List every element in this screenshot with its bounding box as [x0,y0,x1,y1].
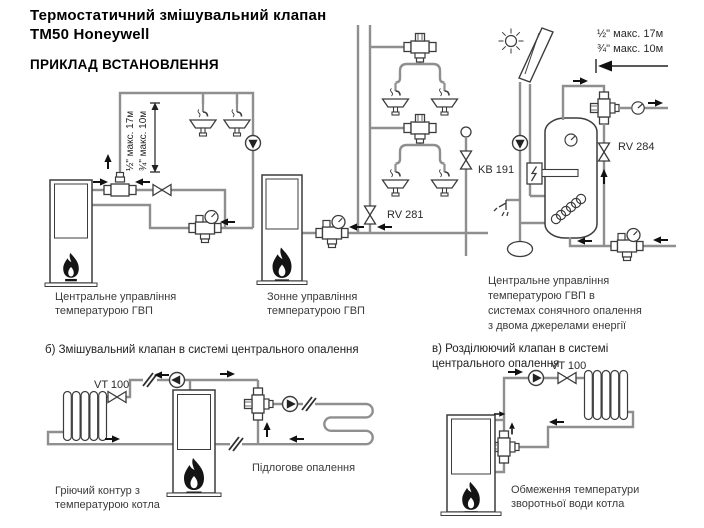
flow-arrow-icon [219,217,236,227]
dim-label-half-inch: ½" макс. 17м [125,111,136,171]
boiler-b [256,174,308,285]
mixing-valve-icon [103,171,137,197]
boiler-e [440,414,502,516]
caption-a-line1: Центральне управління [55,291,177,303]
label-floor-heating: Підлогове опалення [252,462,356,474]
sun-icon [498,28,524,54]
note-threequarter-inch: ¾" макс. 10м [597,43,664,55]
diagram-central-dhw: ½" макс. 17м ¾" макс. 10м [44,91,262,287]
dimension-arrow [150,102,160,173]
pump-icon [281,395,299,413]
label-vt100-b: VT 100 [94,379,130,391]
gauge-valve-group-icon [315,214,349,249]
sink-icon [430,162,459,198]
storage-tank [526,117,598,239]
solar-coil-icon [550,193,587,225]
electric-heater-icon [526,162,579,185]
label-rv281: RV 281 [387,209,424,221]
boiler-d [166,389,222,497]
caption-e-line1: Обмеження температури [511,484,640,496]
dim-label-threequarter-inch: ¾" макс. 10м [138,111,149,171]
flow-arrow-icon [92,177,109,187]
label-vt100-v: VT 100 [551,360,587,372]
page-title-line2: ТМ50 Honeywell [30,26,150,43]
shutoff-valve-icon [228,436,244,452]
label-kb191: KB 191 [478,164,515,176]
caption-c-line3: системах сонячного опалення [488,305,642,317]
gauge-valve-group-icon [610,227,644,262]
pump-icon [527,369,545,387]
section-label-v-line2: центрального опалення [432,358,560,370]
solar-pump-icon [511,134,529,152]
caption-c-line4: з двома джерелами енергії [488,320,627,332]
mixing-valve-icon [589,91,620,125]
caption-a-line2: температурою ГВП [55,305,153,317]
note-half-inch: ½" макс. 17м [597,28,664,40]
diagram-diverting-heating [440,367,635,516]
kb191-valve-icon [459,126,473,256]
flow-arrow-icon [134,177,151,187]
caption-c-line1: Центральне управління [488,275,610,287]
flow-arrow-icon [599,168,609,185]
shutoff-valve-icon [152,183,172,197]
diagram-mixing-heating [46,369,374,497]
flow-arrow-icon [508,421,516,436]
vt100-valve-icon [107,390,127,404]
solar-panel-icon [518,27,554,83]
caption-b-line1: Зонне управління [267,291,358,303]
zone-mixing-valve-icon [403,113,437,144]
caption-e-line2: зворотньої води котла [511,498,625,510]
caption-d-line2: температурою котла [55,499,160,511]
pump-icon [168,371,186,389]
boiler-a [44,179,98,287]
diagram-solar-dhw [459,27,676,262]
sink-icon [222,102,252,138]
flow-arrow-icon [104,434,121,444]
sink-icon [430,81,459,117]
radiator-icon [583,369,629,421]
expansion-vessel-icon [506,240,534,258]
zone-mixing-valve-icon [403,32,437,63]
pump-icon [244,134,262,152]
sink-icon [381,81,410,117]
page-heading: ПРИКЛАД ВСТАНОВЛЕННЯ [30,57,219,72]
flow-arrow-icon [652,235,669,245]
rv281-valve-icon [363,205,377,225]
sink-icon [381,162,410,198]
caption-c-line2: температурою ГВП в [488,290,595,302]
diagram-zone-dhw [256,25,488,285]
flow-arrow-icon [548,417,565,427]
radiator-icon [62,390,108,442]
check-valve-icon [301,396,317,412]
flow-arrow-icon [572,76,589,86]
flow-arrow-icon [103,153,113,170]
gauge-valve-group-icon [188,209,222,244]
vt100-valve-icon [557,371,577,385]
flow-arrow-icon [376,222,393,232]
page-title-line1: Термостатичний змішувальний клапан [30,7,327,24]
sink-icon [188,102,218,138]
flow-arrow-icon [647,98,664,108]
mixing-valve-icon [243,387,274,421]
rv284-valve-icon [597,142,611,162]
drain-valve-icon [493,200,509,217]
flow-arrow-icon [262,421,272,438]
flow-arrow-icon [153,370,170,380]
note-dimension-arrow [595,59,668,73]
flow-arrow-icon [288,434,305,444]
thermometer-icon [631,101,645,115]
flow-arrow-icon [219,369,236,379]
flow-arrow-icon [348,222,365,232]
section-label-b: б) Змішувальний клапан в системі централ… [45,344,359,356]
section-label-v-line1: в) Розділюючий клапан в системі [432,343,609,355]
label-rv284: RV 284 [618,141,655,153]
caption-b-line2: температурою ГВП [267,305,365,317]
caption-d-line1: Гріючий контур з [55,485,140,497]
